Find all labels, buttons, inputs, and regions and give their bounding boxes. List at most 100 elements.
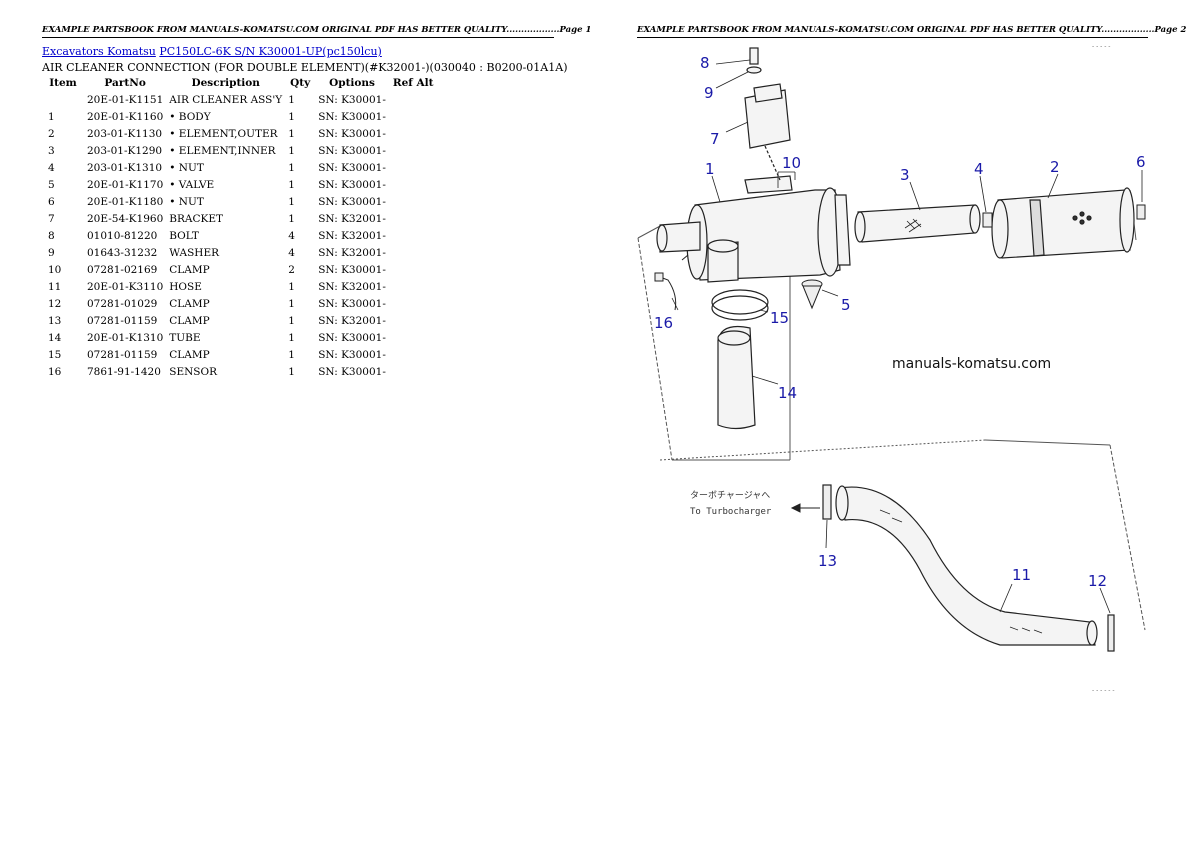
breadcrumb-link-model[interactable]: PC150LC-6K S/N K30001-UP(pc150lcu): [159, 45, 382, 58]
cell-partno: 20E-01-K3110: [87, 280, 164, 293]
turbo-label-jp: ターボチャージャへ: [690, 490, 770, 501]
cell-qty: 1: [288, 178, 295, 191]
col-options: Options: [329, 77, 375, 89]
cell-item: 10: [48, 263, 62, 276]
cell-description: CLAMP: [169, 297, 210, 310]
cell-options: SN: K32001-: [318, 280, 386, 293]
cell-partno: 7861-91-1420: [87, 365, 161, 378]
callout-5: 5: [841, 296, 851, 314]
callout-13: 13: [818, 552, 837, 570]
hose-drawing: [822, 484, 1115, 652]
cell-item: 1: [48, 110, 55, 123]
cell-description: WASHER: [169, 246, 220, 259]
cell-options: SN: K30001-: [318, 348, 386, 361]
cell-description: • ELEMENT,INNER: [169, 144, 276, 157]
callout-4: 4: [974, 160, 984, 178]
cell-description: • NUT: [169, 161, 204, 174]
cell-item: 9: [48, 246, 55, 259]
tube-drawing: [711, 289, 769, 430]
cell-item: 7: [48, 212, 55, 225]
table-header-row: Item PartNo Description Qty Options Ref …: [42, 76, 437, 91]
cell-refalt: [389, 244, 438, 261]
cell-item: 2: [48, 127, 55, 140]
cell-options: SN: K30001-: [318, 263, 386, 276]
cell-qty: 1: [288, 297, 295, 310]
cell-options: SN: K30001-: [318, 365, 386, 378]
cell-refalt: [389, 108, 438, 125]
cell-options: SN: K32001-: [318, 246, 386, 259]
cell-qty: 1: [288, 127, 295, 140]
cell-item: 6: [48, 195, 55, 208]
cell-options: SN: K30001-: [318, 195, 386, 208]
cell-qty: 1: [288, 195, 295, 208]
callout-10: 10: [782, 154, 801, 172]
cell-partno: 07281-01159: [87, 314, 158, 327]
cell-options: SN: K32001-: [318, 229, 386, 242]
bracket-drawing: [744, 47, 791, 181]
air-cleaner-body: [656, 175, 851, 283]
cell-qty: 1: [288, 161, 295, 174]
cell-description: CLAMP: [169, 348, 210, 361]
page-header-right: EXAMPLE PARTSBOOK FROM MANUALS-KOMATSU.C…: [637, 25, 1186, 38]
valve-drawing: [801, 279, 823, 310]
cell-options: SN: K30001-: [318, 127, 386, 140]
cell-refalt: [389, 91, 438, 108]
col-qty: Qty: [290, 77, 311, 89]
cell-qty: 4: [288, 246, 295, 259]
cell-qty: 2: [288, 263, 295, 276]
parts-diagram: ターボチャージャへ To Turbocharger 8 9 7 1 10 3 4…: [637, 43, 1146, 694]
cell-partno: 203-01-K1310: [87, 161, 163, 174]
cell-refalt: [389, 346, 438, 363]
col-description: Description: [191, 77, 260, 89]
cell-qty: 4: [288, 229, 295, 242]
cell-options: SN: K32001-: [318, 314, 386, 327]
cell-refalt: [389, 261, 438, 278]
cell-item: [42, 91, 84, 108]
cell-description: • VALVE: [169, 178, 215, 191]
breadcrumb-link-excavators[interactable]: Excavators Komatsu: [42, 45, 156, 58]
cell-options: SN: K30001-: [318, 93, 386, 106]
col-partno: PartNo: [104, 77, 146, 89]
callout-1: 1: [705, 160, 715, 178]
callout-8: 8: [700, 54, 710, 72]
cell-options: SN: K30001-: [318, 178, 386, 191]
cell-item: 3: [48, 144, 55, 157]
cell-options: SN: K30001-: [318, 110, 386, 123]
cell-description: HOSE: [169, 280, 202, 293]
callout-12: 12: [1088, 572, 1107, 590]
cell-description: BOLT: [169, 229, 199, 242]
cell-description: AIR CLEANER ASS'Y: [169, 93, 283, 106]
cell-refalt: [389, 312, 438, 329]
cell-item: 16: [48, 365, 62, 378]
cell-partno: 20E-01-K1310: [87, 331, 164, 344]
col-item: Item: [49, 77, 77, 89]
breadcrumb: Excavators Komatsu PC150LC-6K S/N K30001…: [42, 45, 382, 58]
cell-partno: 20E-01-K1170: [87, 178, 164, 191]
callout-3: 3: [900, 166, 910, 184]
cell-partno: 07281-01159: [87, 348, 158, 361]
cell-refalt: [389, 278, 438, 295]
cell-refalt: [389, 363, 438, 380]
cell-item: 8: [48, 229, 55, 242]
cell-refalt: [389, 125, 438, 142]
cell-partno: 203-01-K1130: [87, 127, 163, 140]
watermark: manuals-komatsu.com: [892, 356, 1051, 372]
callout-7: 7: [710, 130, 720, 148]
page-header-left: EXAMPLE PARTSBOOK FROM MANUALS-KOMATSU.C…: [42, 25, 591, 38]
cell-item: 4: [48, 161, 55, 174]
cell-description: • BODY: [169, 110, 211, 123]
cell-refalt: [389, 142, 438, 159]
ref-code-bottom: - - - - - -: [1092, 687, 1115, 694]
cell-description: BRACKET: [169, 212, 224, 225]
